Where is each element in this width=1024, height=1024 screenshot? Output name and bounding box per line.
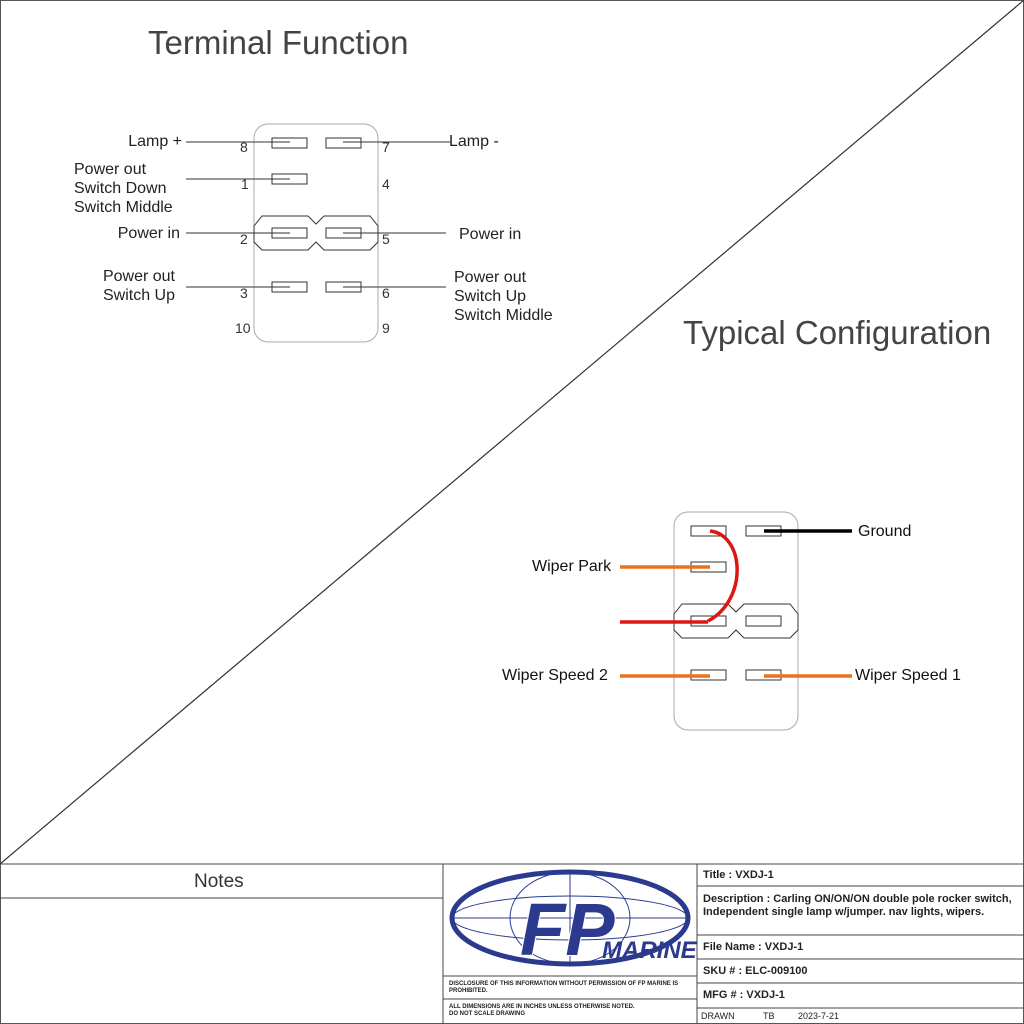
label-pin6-line1: Power out [454,269,527,286]
notes-heading: Notes [194,871,244,892]
pin-number-1: 1 [241,176,249,192]
jumper-2-5 [253,215,379,251]
lamp-jumper-wire [707,529,739,623]
drawn-date: 2023-7-21 [798,1011,840,1021]
title-block-lines [0,863,1024,1024]
sku-field: SKU # : ELC-009100 [703,965,808,977]
pin-number-5: 5 [382,231,390,247]
config-slot-8 [690,525,727,537]
pin-number-8: 8 [240,139,248,155]
diagonal-divider [0,0,1024,865]
wires [620,529,852,678]
description-field: Description : Carling ON/ON/ON double po… [703,893,1012,918]
terminal-function-title: Terminal Function [148,24,409,61]
pin-number-4: 4 [382,176,390,192]
pin-number-7: 7 [382,139,390,155]
label-wiper-speed-1: Wiper Speed 1 [855,667,961,684]
config-jumper-2-5 [673,603,799,639]
typical-configuration-title: Typical Configuration [683,314,992,351]
dimensions-note-2: DO NOT SCALE DRAWING [449,1011,525,1017]
config-slot-5 [745,615,782,627]
label-pin6-line3: Switch Middle [454,307,553,324]
dimensions-note-1: ALL DIMENSIONS ARE IN INCHES UNLESS OTHE… [449,1004,635,1010]
pin-number-10: 10 [235,320,251,336]
label-pin3-line2: Switch Up [102,287,175,304]
logo-marine-text: MARINE [602,937,698,964]
pin-number-6: 6 [382,285,390,301]
terminal-7-slot [325,137,362,149]
label-lamp-minus: Lamp - [449,133,499,150]
label-pin1-line1: Power out [74,161,147,178]
pin-number-2: 2 [240,231,248,247]
file-name-field: File Name : VXDJ-1 [703,941,804,953]
label-lamp-plus: Lamp + [128,133,182,150]
title-field: Title : VXDJ-1 [703,869,774,881]
terminal-8-slot [271,137,308,149]
label-pin6-line2: Switch Up [454,288,527,305]
disclosure-note: DISCLOSURE OF THIS INFORMATION WITHOUT P… [449,981,679,994]
label-pin1-line3: Switch Middle [74,199,173,216]
mfg-field: MFG # : VXDJ-1 [703,989,785,1001]
label-wiper-speed-2: Wiper Speed 2 [502,667,608,684]
label-power-in-right: Power in [459,226,522,243]
label-pin1-line2: Switch Down [74,180,167,197]
pin-number-3: 3 [240,285,248,301]
drawn-by: TB [763,1011,775,1021]
terminal-function-switch [186,123,450,343]
label-ground: Ground [858,523,912,540]
drawn-label: DRAWN [701,1011,735,1021]
logo-fp-text: FP [520,888,615,971]
label-wiper-park: Wiper Park [532,558,612,575]
label-power-in-left: Power in [117,225,180,242]
pin-number-9: 9 [382,320,390,336]
label-pin3-line1: Power out [102,268,175,285]
fp-marine-logo: FP MARINE [449,869,698,972]
